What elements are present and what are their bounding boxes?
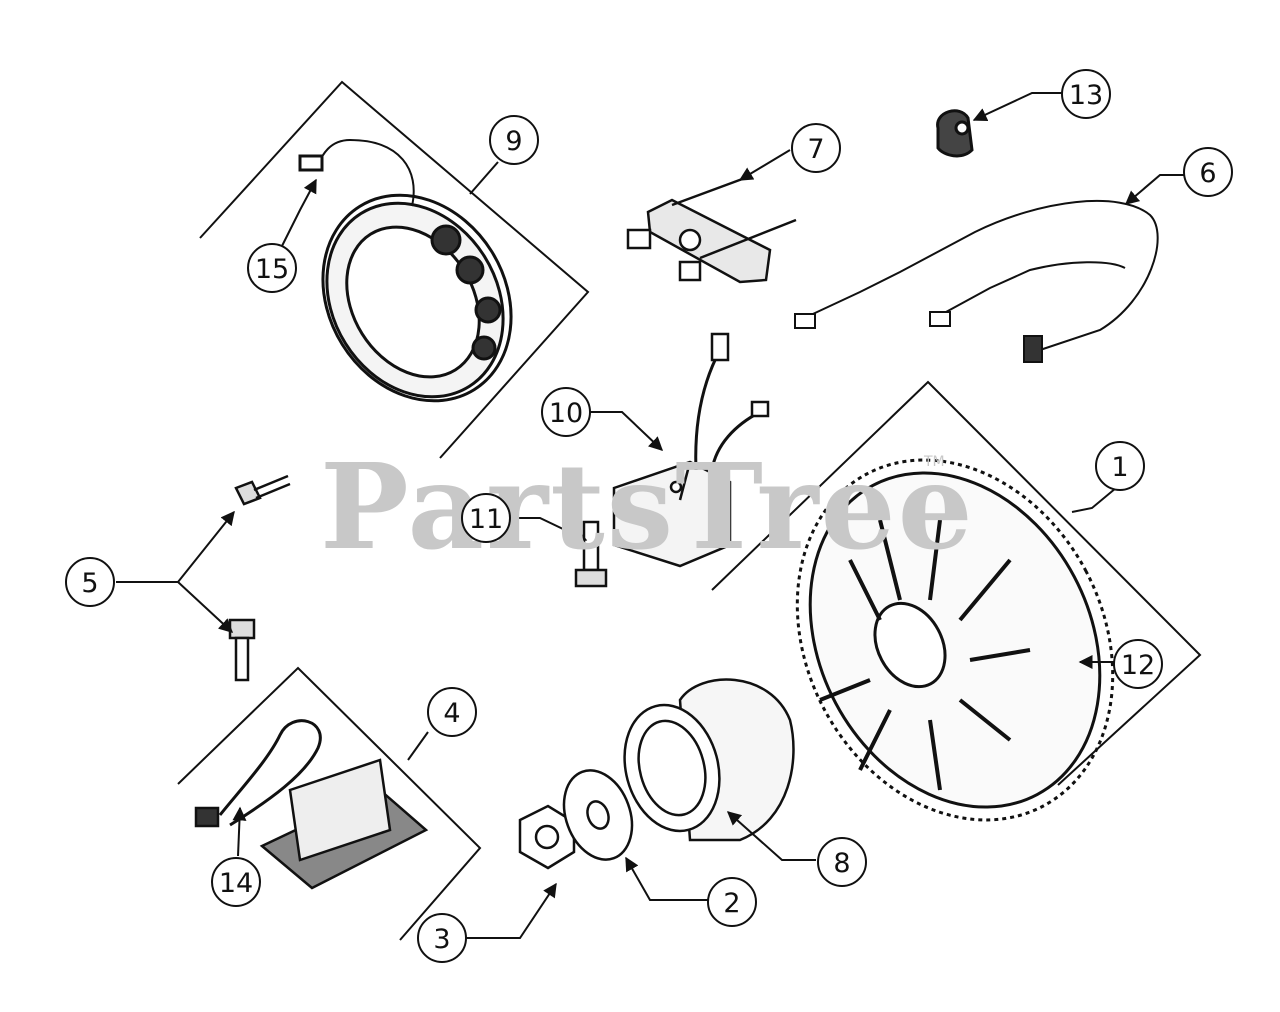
callout-6[interactable]: 6	[1183, 147, 1233, 197]
leader-line-3	[466, 882, 557, 939]
leader-line-9	[469, 161, 499, 195]
callout-12[interactable]: 12	[1113, 639, 1163, 689]
callout-8-label: 8	[833, 848, 850, 879]
watermark: PartsTree TM	[320, 437, 975, 576]
callout-15[interactable]: 15	[247, 243, 297, 293]
callout-3-label: 3	[433, 924, 450, 955]
callout-13[interactable]: 13	[1061, 69, 1111, 119]
wire-harness-part	[794, 200, 1159, 363]
callout-10[interactable]: 10	[541, 387, 591, 437]
callout-7-label: 7	[807, 134, 824, 165]
bracket-bolt-part	[626, 176, 797, 284]
callout-1-label: 1	[1111, 452, 1128, 483]
grommet-part	[936, 109, 974, 158]
stator-part	[298, 138, 513, 403]
nut-part	[518, 804, 576, 870]
leader-line-1	[1071, 487, 1117, 513]
subassembly-bracket-stator	[199, 80, 590, 459]
starter-cup-part	[623, 678, 795, 842]
washer-part	[562, 769, 634, 861]
callout-10-label: 10	[549, 398, 583, 429]
leader-line-13	[972, 92, 1062, 122]
callout-11-label: 11	[469, 504, 503, 535]
callout-5[interactable]: 5	[65, 557, 115, 607]
screw-part-upper	[234, 474, 291, 506]
subassembly-bracket-coil	[177, 666, 482, 941]
callout-13-label: 13	[1069, 80, 1103, 111]
leader-line-5b	[177, 581, 234, 633]
callout-3[interactable]: 3	[417, 913, 467, 963]
leader-line-15	[281, 178, 317, 247]
callout-2[interactable]: 2	[707, 877, 757, 927]
callout-9[interactable]: 9	[489, 115, 539, 165]
callout-4[interactable]: 4	[427, 687, 477, 737]
callout-14[interactable]: 14	[211, 857, 261, 907]
watermark-trademark: TM	[923, 454, 945, 470]
leader-line-11	[510, 517, 588, 541]
leader-line-14	[232, 806, 247, 857]
callout-7[interactable]: 7	[791, 123, 841, 173]
callout-9-label: 9	[505, 126, 522, 157]
callout-2-label: 2	[723, 888, 740, 919]
leader-line-5a	[116, 510, 235, 583]
leader-line-10	[590, 411, 664, 451]
leader-line-7	[738, 149, 791, 181]
callout-11[interactable]: 11	[461, 493, 511, 543]
module-part	[612, 332, 770, 568]
screw-part-lower	[228, 618, 256, 682]
callout-5-label: 5	[81, 568, 98, 599]
callout-6-label: 6	[1199, 158, 1216, 189]
flywheel-part	[795, 458, 1115, 822]
callout-12-label: 12	[1121, 650, 1155, 681]
ignition-coil-part	[194, 719, 429, 890]
watermark-text: PartsTree	[320, 437, 975, 576]
leader-line-2	[625, 856, 708, 901]
leader-line-6	[1124, 174, 1184, 205]
callout-14-label: 14	[219, 868, 253, 899]
callout-8[interactable]: 8	[817, 837, 867, 887]
leader-line-4	[407, 731, 429, 761]
subassembly-bracket-flywheel	[711, 380, 1202, 786]
leader-line-8	[726, 811, 816, 861]
callout-15-label: 15	[255, 254, 289, 285]
bolt-part-11	[574, 520, 608, 588]
callout-4-label: 4	[443, 698, 460, 729]
leader-lines	[116, 92, 1184, 939]
callouts: 1 2 3 4 5 6 7 8	[65, 69, 1233, 963]
callout-1[interactable]: 1	[1095, 441, 1145, 491]
